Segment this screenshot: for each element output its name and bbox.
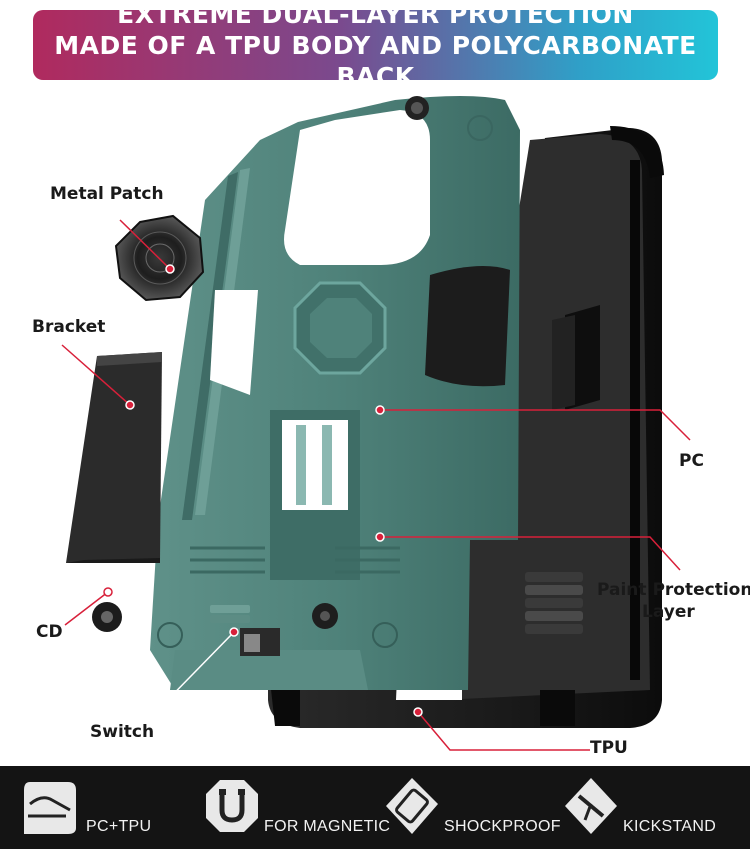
callout-dot-cd <box>103 587 113 597</box>
layers-icon <box>24 782 76 834</box>
callout-lines <box>61 219 691 751</box>
callout-line-switch <box>149 631 235 719</box>
banner-line-1: EXTREME DUAL-LAYER PROTECTION <box>117 0 634 29</box>
callout-dots <box>125 264 423 717</box>
feature-label-magnetic: FOR MAGNETIC <box>264 818 391 835</box>
pc-grip-stripes <box>190 546 400 574</box>
label-paint-protection-line-2: Layer <box>642 602 695 622</box>
banner-line-2: MADE OF A TPU BODY AND POLYCARBONATE BAC… <box>54 30 697 91</box>
magnet-icon <box>206 780 258 832</box>
bracket-part <box>66 352 162 563</box>
tpu-side-buttons <box>525 572 583 634</box>
shockproof-phone-icon <box>386 778 438 834</box>
feature-strip: PC+TPU FOR MAGNETIC SHOCKPROOF KICKSTAND <box>0 766 750 849</box>
pc-shell <box>150 96 520 690</box>
kickstand-icon <box>565 778 617 834</box>
feature-label-kickstand: KICKSTAND <box>623 818 717 835</box>
label-bracket: Bracket <box>32 317 106 337</box>
feature-label-pc-tpu: PC+TPU <box>86 818 152 835</box>
label-pc: PC <box>679 451 704 471</box>
label-tpu: TPU <box>590 738 628 758</box>
label-paint-protection-line-1: Paint Protection <box>597 580 750 600</box>
exploded-case-illustration <box>61 96 691 751</box>
feature-label-shockproof: SHOCKPROOF <box>444 818 561 835</box>
cd-part <box>92 602 122 632</box>
label-cd: CD <box>36 622 63 642</box>
label-metal-patch: Metal Patch <box>50 184 164 204</box>
label-switch: Switch <box>90 722 155 742</box>
header-banner: EXTREME DUAL-LAYER PROTECTION MADE OF A … <box>33 0 718 91</box>
